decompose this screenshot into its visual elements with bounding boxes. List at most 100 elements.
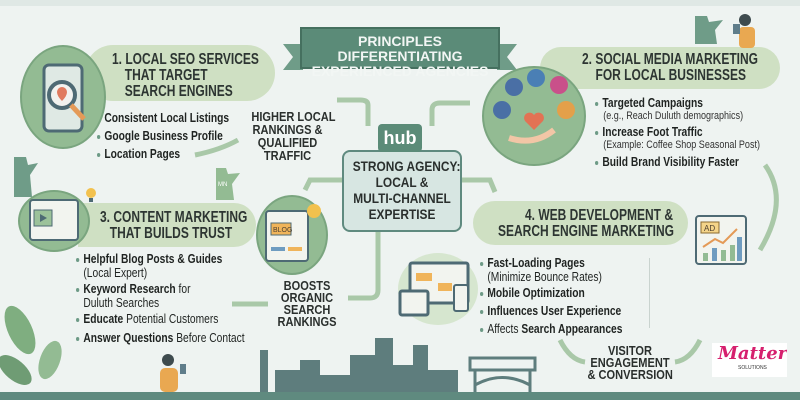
person-with-tablet-icon xyxy=(695,14,755,48)
list-item-rest: for xyxy=(175,282,191,296)
arrow-hub-to-seo xyxy=(337,97,371,126)
section4-outcome: VISITOR ENGAGEMENT & CONVERSION xyxy=(587,343,673,382)
blog-icon: BLOG xyxy=(256,195,328,275)
hub-tag: hub xyxy=(378,124,422,152)
arrow-ad-to-visitor xyxy=(674,338,703,365)
bullet-icon xyxy=(76,317,80,322)
section1-header-pill xyxy=(85,45,275,101)
outcome-line: QUALIFIED xyxy=(257,135,318,150)
section4-title-line: SEARCH ENGINE MARKETING xyxy=(498,223,675,240)
list-item-sub: (e.g., Reach Duluth demographics) xyxy=(603,110,744,122)
list-item: Fast-Loading Pages(Minimize Bounce Rates… xyxy=(480,256,622,286)
list-item-label: Location Pages xyxy=(104,147,181,161)
section3-outcome: BOOSTS ORGANIC SEARCH RANKINGS xyxy=(277,278,337,328)
page-title: PRINCIPLES DIFFERENTIATING EXPERIENCED A… xyxy=(300,27,500,79)
list-item-sub: Duluth Searches xyxy=(83,296,160,310)
bullet-icon xyxy=(76,257,80,262)
outcome-line: VISITOR xyxy=(607,343,653,358)
list-item: Mobile Optimization xyxy=(480,286,622,304)
plant-leaves-icon xyxy=(0,305,62,385)
section4-list: Fast-Loading Pages(Minimize Bounce Rates… xyxy=(480,256,622,336)
list-item: Affects Search Appearances xyxy=(480,322,622,336)
arrow-hub-to-web xyxy=(462,177,498,193)
list-item-bold: Keyword Research xyxy=(83,282,176,296)
outcome-line: SEARCH xyxy=(283,302,331,317)
arrow-social-to-ad xyxy=(757,163,779,252)
list-item-label: Consistent Local Listings xyxy=(104,111,230,125)
list-item-sub: (Example: Coffee Shop Seasonal Post) xyxy=(603,139,760,151)
outcome-line: BOOSTS xyxy=(283,278,331,293)
outcome-line: TRAFFIC xyxy=(263,148,312,163)
city-skyline-icon xyxy=(260,338,537,392)
list-item: Helpful Blog Posts & Guides(Local Expert… xyxy=(76,252,245,282)
social-heart-icon xyxy=(482,66,586,166)
bullet-icon xyxy=(480,309,484,314)
section2-title-line: FOR LOCAL BUSINESSES xyxy=(595,67,746,84)
arrow-hub-to-boosts xyxy=(348,232,381,301)
outcome-line: RANKINGS & xyxy=(252,122,323,137)
person-with-phone-icon xyxy=(160,354,186,392)
outcome-line: & CONVERSION xyxy=(587,367,673,382)
list-item-sub: (Local Expert) xyxy=(83,266,148,280)
blog-label: BLOG xyxy=(273,227,292,234)
outcome-line: ENGAGEMENT xyxy=(590,355,670,370)
bullet-icon xyxy=(480,327,484,332)
section1-outcome: HIGHER LOCAL RANKINGS & QUALIFIED TRAFFI… xyxy=(251,109,336,163)
list-item-label: Google Business Profile xyxy=(104,129,223,143)
list-item-label: Increase Foot Traffic xyxy=(602,125,703,139)
ad-growth-chart-icon: AD xyxy=(695,215,747,265)
minnesota-map-icon: MN xyxy=(216,168,240,200)
list-item-bold: Educate xyxy=(83,312,124,326)
bullet-icon xyxy=(76,336,80,341)
section4-header-pill xyxy=(473,201,688,245)
list-item: Influences User Experience xyxy=(480,304,622,322)
banner-ribbon-tails xyxy=(283,44,517,70)
bullet-icon xyxy=(480,261,484,266)
lightbulb-icon xyxy=(86,188,96,202)
section4-title-line: 4. WEB DEVELOPMENT & xyxy=(525,207,674,224)
minnesota-map-icon xyxy=(14,157,38,197)
list-item-bold: Answer Questions xyxy=(83,331,174,345)
devices-icon xyxy=(398,253,478,325)
arrow-to-higher-rankings xyxy=(194,137,240,158)
list-item: Google Business Profile xyxy=(97,129,229,147)
section3-title: 3. CONTENT MARKETING THAT BUILDS TRUST xyxy=(100,210,247,242)
hub-box: STRONG AGENCY: LOCAL & MULTI-CHANNEL EXP… xyxy=(342,150,462,232)
title-line-2: EXPERIENCED AGENCIES xyxy=(311,63,489,79)
section2-header-pill xyxy=(540,47,780,89)
list-item-pre: Affects xyxy=(487,322,522,336)
list-item-sub: (Minimize Bounce Rates) xyxy=(487,270,602,284)
list-item-label: Targeted Campaigns xyxy=(602,96,704,110)
section1-title-line: SEARCH ENGINES xyxy=(124,83,233,100)
section1-title-line: 1. LOCAL SEO SERVICES xyxy=(112,51,259,68)
title-line-1: PRINCIPLES DIFFERENTIATING xyxy=(337,33,463,64)
outcome-line: ORGANIC xyxy=(280,290,334,305)
outcome-line: HIGHER LOCAL xyxy=(251,109,336,124)
list-item-bold: Mobile Optimization xyxy=(487,286,585,300)
section1-title: 1. LOCAL SEO SERVICES THAT TARGET SEARCH… xyxy=(112,52,259,100)
logo-sub: SOLUTIONS xyxy=(738,365,767,371)
section2-list: Targeted Campaigns(e.g., Reach Duluth de… xyxy=(595,96,760,169)
list-item-bold: Influences User Experience xyxy=(487,304,622,318)
bullet-icon xyxy=(595,160,599,165)
list-item-bold: Fast-Loading Pages xyxy=(487,256,585,270)
arrow-hub-to-social xyxy=(429,100,470,126)
list-item: Increase Foot Traffic(Example: Coffee Sh… xyxy=(595,125,760,155)
list-item: Educate Potential Customers xyxy=(76,312,245,331)
bullet-icon xyxy=(480,291,484,296)
video-browser-icon xyxy=(18,190,90,252)
ad-label: AD xyxy=(704,224,715,233)
list-item-bold: Helpful Blog Posts & Guides xyxy=(83,252,223,266)
divider xyxy=(649,258,650,328)
section2-title: 2. SOCIAL MEDIA MARKETING FOR LOCAL BUSI… xyxy=(582,52,758,84)
section1-list: Consistent Local Listings Google Busines… xyxy=(97,111,229,165)
section3-list: Helpful Blog Posts & Guides(Local Expert… xyxy=(76,252,245,345)
list-item-rest: Potential Customers xyxy=(123,312,219,326)
bullet-icon xyxy=(97,134,101,139)
list-item-rest: Before Contact xyxy=(173,331,245,345)
section4-title: 4. WEB DEVELOPMENT & SEARCH ENGINE MARKE… xyxy=(498,208,674,240)
list-item-bold: Search Appearances xyxy=(521,322,623,336)
list-item: Consistent Local Listings xyxy=(97,111,229,129)
